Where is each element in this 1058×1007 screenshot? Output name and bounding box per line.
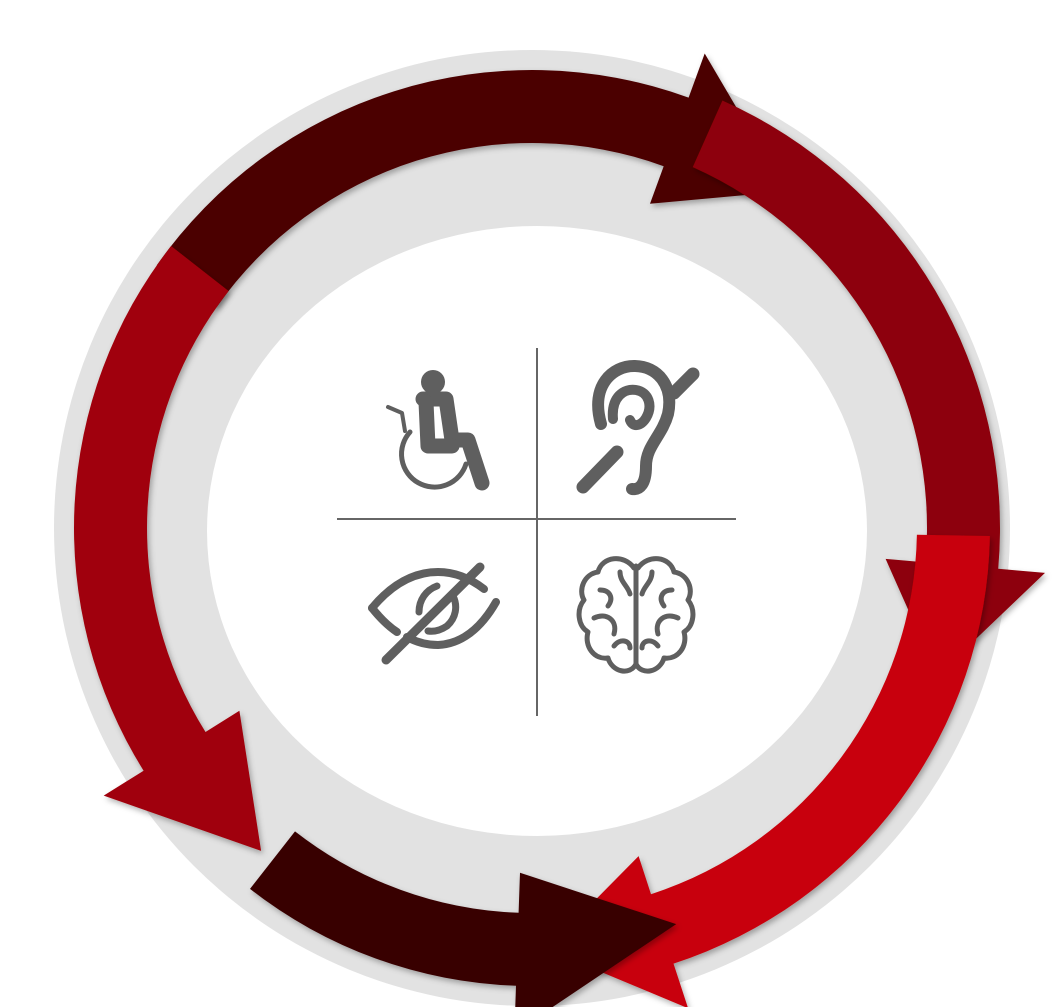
visually-impaired-icon bbox=[368, 562, 500, 665]
arrow-left bbox=[73, 246, 262, 851]
arrow-right-upper bbox=[692, 100, 1045, 676]
arrow-top bbox=[156, 53, 786, 308]
wheelchair-icon bbox=[386, 370, 490, 491]
arrow-bottom bbox=[250, 831, 677, 1007]
cycle-arrows bbox=[73, 53, 1045, 1007]
brain-icon bbox=[576, 556, 696, 674]
hearing-impaired-icon bbox=[576, 360, 700, 496]
